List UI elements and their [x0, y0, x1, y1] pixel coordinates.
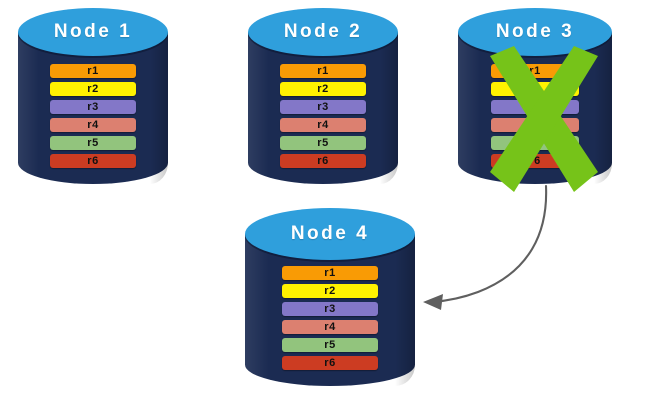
row-label: r1 [324, 266, 336, 279]
node-title: Node 4 [290, 223, 370, 244]
row-r1[interactable]: r1 [50, 64, 136, 78]
row-label: r6 [529, 154, 541, 167]
cylinder-top-disc: Node 4 [245, 208, 415, 260]
row-r6[interactable]: r6 [280, 154, 366, 168]
node-cylinder-2[interactable]: Node 2 r1 r2 r3 r4 r5 r6 [248, 8, 398, 188]
row-r5[interactable]: r5 [282, 338, 378, 352]
row-label: r6 [87, 154, 99, 167]
cylinder-left-highlight [245, 234, 269, 386]
row-r5[interactable]: r5 [280, 136, 366, 150]
row-label: r2 [87, 82, 99, 95]
row-r6[interactable]: r6 [50, 154, 136, 168]
node-rows: r1 r2 r3 r4 r5 r6 [50, 64, 136, 176]
cylinder-left-highlight [18, 32, 39, 184]
row-r3[interactable]: r3 [280, 100, 366, 114]
row-r2[interactable]: r2 [50, 82, 136, 96]
row-r1[interactable]: r1 [282, 266, 378, 280]
row-label: r4 [529, 118, 541, 131]
row-r3[interactable]: r3 [282, 302, 378, 316]
node-title: Node 3 [495, 21, 575, 42]
cylinder-top-disc: Node 2 [248, 8, 398, 56]
row-r2[interactable]: r2 [280, 82, 366, 96]
row-r1[interactable]: r1 [491, 64, 579, 78]
row-label: r4 [317, 118, 329, 131]
row-label: r3 [529, 100, 541, 113]
row-label: r2 [324, 284, 336, 297]
row-label: r2 [529, 82, 541, 95]
cylinder-right-shadow [593, 32, 612, 184]
row-r3[interactable]: r3 [491, 100, 579, 114]
row-label: r1 [317, 64, 329, 77]
arrow-path [430, 184, 548, 304]
cylinder-right-shadow [150, 32, 168, 184]
row-r1[interactable]: r1 [280, 64, 366, 78]
row-label: r3 [324, 302, 336, 315]
row-label: r6 [324, 356, 336, 369]
row-label: r5 [529, 136, 541, 149]
row-r6[interactable]: r6 [491, 154, 579, 168]
node-title: Node 2 [283, 21, 363, 42]
row-r4[interactable]: r4 [491, 118, 579, 132]
cylinder-right-shadow [380, 32, 398, 184]
row-r5[interactable]: r5 [491, 136, 579, 150]
arrow-head-icon [423, 294, 443, 310]
row-r3[interactable]: r3 [50, 100, 136, 114]
row-r6[interactable]: r6 [282, 356, 378, 370]
cylinder-left-highlight [458, 32, 480, 184]
row-label: r3 [87, 100, 99, 113]
row-label: r5 [87, 136, 99, 149]
row-label: r1 [87, 64, 99, 77]
row-label: r1 [529, 64, 541, 77]
row-r2[interactable]: r2 [491, 82, 579, 96]
node-cylinder-4[interactable]: Node 4 r1 r2 r3 r4 r5 r6 [245, 208, 415, 388]
node-rows: r1 r2 r3 r4 r5 r6 [491, 64, 579, 176]
cylinder-left-highlight [248, 32, 269, 184]
row-label: r5 [317, 136, 329, 149]
node-cylinder-1[interactable]: Node 1 r1 r2 r3 r4 r5 r6 [18, 8, 168, 188]
node-rows: r1 r2 r3 r4 r5 r6 [282, 266, 378, 378]
row-r4[interactable]: r4 [282, 320, 378, 334]
node-rows: r1 r2 r3 r4 r5 r6 [280, 64, 366, 176]
row-r5[interactable]: r5 [50, 136, 136, 150]
node-cylinder-3[interactable]: Node 3 r1 r2 r3 r4 r5 r6 [458, 8, 612, 192]
row-label: r2 [317, 82, 329, 95]
cylinder-top-disc: Node 3 [458, 8, 612, 56]
row-label: r3 [317, 100, 329, 113]
node-title: Node 1 [53, 21, 133, 42]
row-label: r6 [317, 154, 329, 167]
cylinder-right-shadow [394, 234, 415, 386]
cylinder-top-disc: Node 1 [18, 8, 168, 56]
row-label: r4 [324, 320, 336, 333]
row-label: r5 [324, 338, 336, 351]
row-r2[interactable]: r2 [282, 284, 378, 298]
row-r4[interactable]: r4 [280, 118, 366, 132]
row-label: r4 [87, 118, 99, 131]
row-r4[interactable]: r4 [50, 118, 136, 132]
